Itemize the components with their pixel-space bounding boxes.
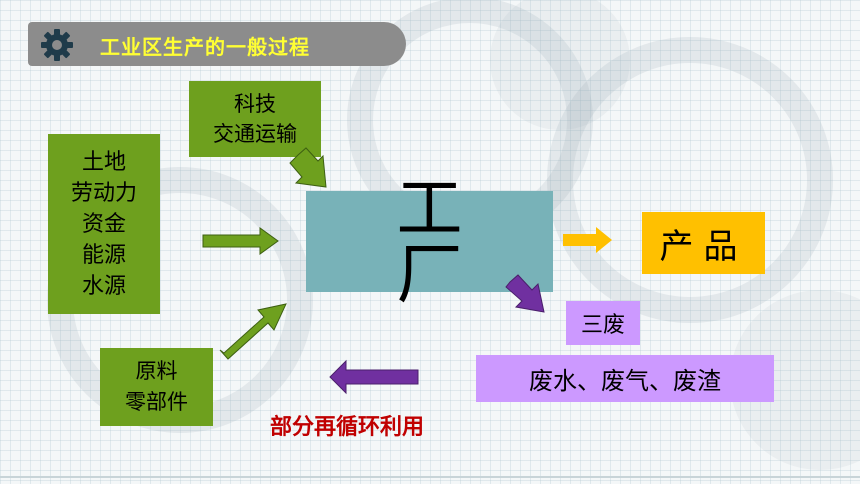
bottom-divider (0, 476, 860, 478)
waste-heading-box: 三废 (566, 301, 640, 345)
resource-energy: 能源 (81, 242, 126, 268)
waste-heading-label: 三废 (580, 313, 625, 338)
product-box: 产品 (642, 212, 765, 274)
product-label: 产品 (659, 226, 748, 267)
resource-land: 土地 (81, 149, 126, 175)
factory-box: 工 厂 (306, 175, 553, 307)
arrow-recycle (329, 359, 419, 395)
technology-box: 科技 交通运输 (189, 81, 321, 157)
arrow-resources-to-factory (202, 227, 279, 255)
waste-detail-label: 废水、废气、废渣 (529, 367, 721, 395)
gear-icon (41, 29, 73, 61)
resource-water: 水源 (81, 273, 126, 299)
arrow-factory-to-product (563, 227, 612, 253)
page-title: 工业区生产的一般过程 (100, 35, 310, 59)
arrow-materials-to-factory (219, 303, 287, 360)
tech-transport: 交通运输 (213, 122, 297, 146)
resource-capital: 资金 (81, 211, 126, 237)
waste-detail-box: 废水、废气、废渣 (476, 355, 774, 402)
resource-labor: 劳动力 (70, 180, 137, 206)
tech-science: 科技 (234, 92, 276, 116)
material-parts: 零部件 (125, 390, 188, 414)
material-raw: 原料 (135, 359, 178, 383)
recycle-label: 部分再循环利用 (270, 415, 425, 440)
resources-box: 土地 劳动力 资金 能源 水源 (48, 134, 160, 314)
arrow-tech-to-factory (289, 147, 327, 188)
arrow-factory-to-waste (505, 274, 545, 313)
factory-label: 工 厂 (396, 169, 535, 313)
title-bar (28, 22, 406, 66)
materials-box: 原料 零部件 (100, 348, 213, 426)
